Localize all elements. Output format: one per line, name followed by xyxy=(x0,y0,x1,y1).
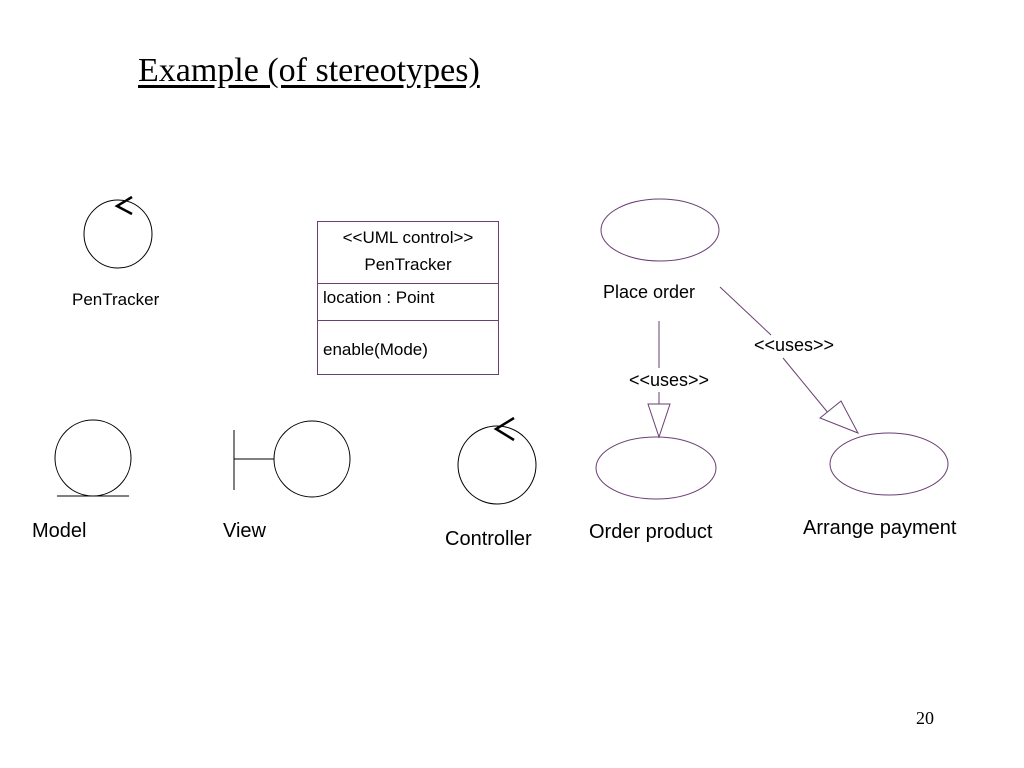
class-name-compartment xyxy=(318,222,498,284)
controller-label: Controller xyxy=(445,528,532,550)
uses-label-left: <<uses>> xyxy=(629,370,710,390)
order-product-usecase xyxy=(595,436,717,500)
model-label: Model xyxy=(32,520,87,542)
class-attribute: location : Point xyxy=(323,288,435,307)
class-stereotype: <<UML control>> xyxy=(342,228,474,247)
uses-label-right: <<uses>> xyxy=(754,335,835,355)
place-order-label: Place order xyxy=(603,282,696,302)
arrange-payment-usecase xyxy=(829,432,949,496)
order-product-label: Order product xyxy=(589,521,713,543)
uses-arrow-left xyxy=(647,321,671,439)
pentracker-control-icon xyxy=(83,195,153,269)
class-attribute-compartment xyxy=(318,284,498,321)
model-entity-icon xyxy=(54,419,132,497)
arrange-payment-label: Arrange payment xyxy=(803,517,957,539)
class-operation: enable(Mode) xyxy=(323,340,428,359)
view-boundary-icon xyxy=(233,420,351,498)
controller-control-icon xyxy=(457,416,537,505)
class-name: PenTracker xyxy=(364,255,452,274)
slide-title: Example (of stereotypes) xyxy=(138,52,480,89)
page-number: 20 xyxy=(916,708,934,728)
pentracker-icon-label: PenTracker xyxy=(72,290,160,309)
uses-arrow-right xyxy=(719,286,860,434)
pentracker-class-box: <<UML control>> PenTracker location : Po… xyxy=(317,221,499,375)
view-label: View xyxy=(223,520,266,542)
place-order-usecase xyxy=(600,198,720,262)
